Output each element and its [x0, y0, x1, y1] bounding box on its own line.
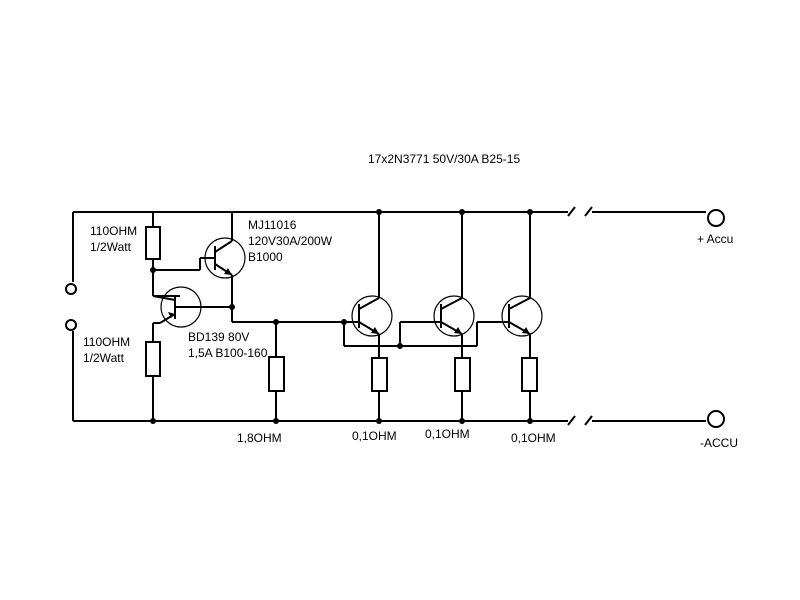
junction-dots — [150, 209, 533, 424]
minus-accu-label: -ACCU — [700, 436, 738, 450]
small-transistor-spec: 1,5A B100-160 — [188, 346, 268, 360]
small-transistor-name: BD139 80V — [188, 330, 249, 344]
input-switch — [65, 212, 77, 421]
resistor-out2-label: 0,1OHM — [425, 427, 470, 441]
resistor-110ohm-top — [145, 212, 161, 296]
output-transistor-2 — [399, 212, 475, 421]
plus-accu-label: + Accu — [697, 232, 733, 246]
r-top-rating: 1/2Watt — [90, 240, 132, 254]
resistor-1-8ohm — [268, 322, 285, 421]
driver-name: MJ11016 — [248, 218, 297, 232]
bottom-rail — [73, 415, 706, 426]
resistor-out3-label: 0,1OHM — [511, 431, 556, 445]
r-top-value: 110OHM — [90, 224, 137, 238]
resistor-out1-label: 0,1OHM — [352, 429, 397, 443]
r-bottom-rating: 1/2Watt — [83, 351, 125, 365]
terminal-minus — [707, 410, 725, 428]
transistor-bd139 — [152, 286, 232, 328]
driver-gain: B1000 — [248, 250, 283, 264]
output-transistor-3 — [477, 212, 543, 421]
output-transistor-1 — [344, 212, 393, 421]
terminal-plus — [707, 209, 725, 227]
top-rail — [73, 206, 706, 217]
header-label: 17x2N3771 50V/30A B25-15 — [368, 152, 520, 166]
resistor-1-8-label: 1,8OHM — [237, 431, 282, 445]
resistor-110ohm-bottom — [145, 323, 161, 421]
driver-spec: 120V30A/200W — [248, 234, 333, 248]
transistor-mj11016 — [200, 212, 246, 307]
r-bottom-value: 110OHM — [83, 335, 130, 349]
